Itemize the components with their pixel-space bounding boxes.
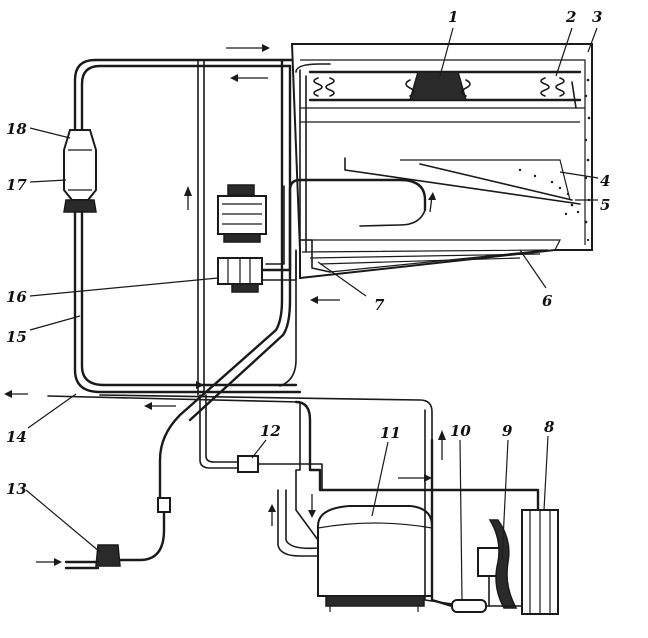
callout-7: 7 [374, 296, 385, 314]
callout-2: 2 [565, 8, 576, 26]
callout-15: 15 [6, 328, 27, 346]
coil-center [405, 71, 471, 101]
leader-lines [25, 27, 599, 601]
riser-tubes [158, 58, 331, 502]
inlet-line [64, 497, 171, 570]
callout-12: 12 [260, 422, 281, 440]
compressor-section [199, 394, 559, 615]
callout-9: 9 [502, 422, 513, 440]
coil-left [313, 77, 335, 97]
callout-1: 1 [448, 8, 458, 26]
callout-11: 11 [380, 424, 401, 442]
valve-assembly [217, 178, 427, 293]
callout-18: 18 [6, 120, 27, 138]
callout-16: 16 [6, 288, 27, 306]
callout-10: 10 [450, 422, 471, 440]
callout-5: 5 [600, 196, 610, 214]
main-piping [47, 58, 433, 441]
flow-arrows [4, 44, 446, 566]
coil-right [540, 77, 577, 109]
callout-6: 6 [542, 292, 553, 310]
callout-17: 17 [6, 176, 27, 194]
callout-8: 8 [544, 418, 555, 436]
callout-labels: 1 2 3 4 5 6 7 8 9 10 11 12 13 14 15 16 1… [6, 8, 610, 498]
callout-4: 4 [600, 172, 610, 190]
callout-13: 13 [6, 480, 27, 498]
callout-3: 3 [592, 8, 602, 26]
collecting-pan [300, 239, 561, 273]
evaporator-coils [308, 70, 582, 109]
callout-14: 14 [6, 428, 27, 446]
drip-tray [344, 157, 581, 216]
